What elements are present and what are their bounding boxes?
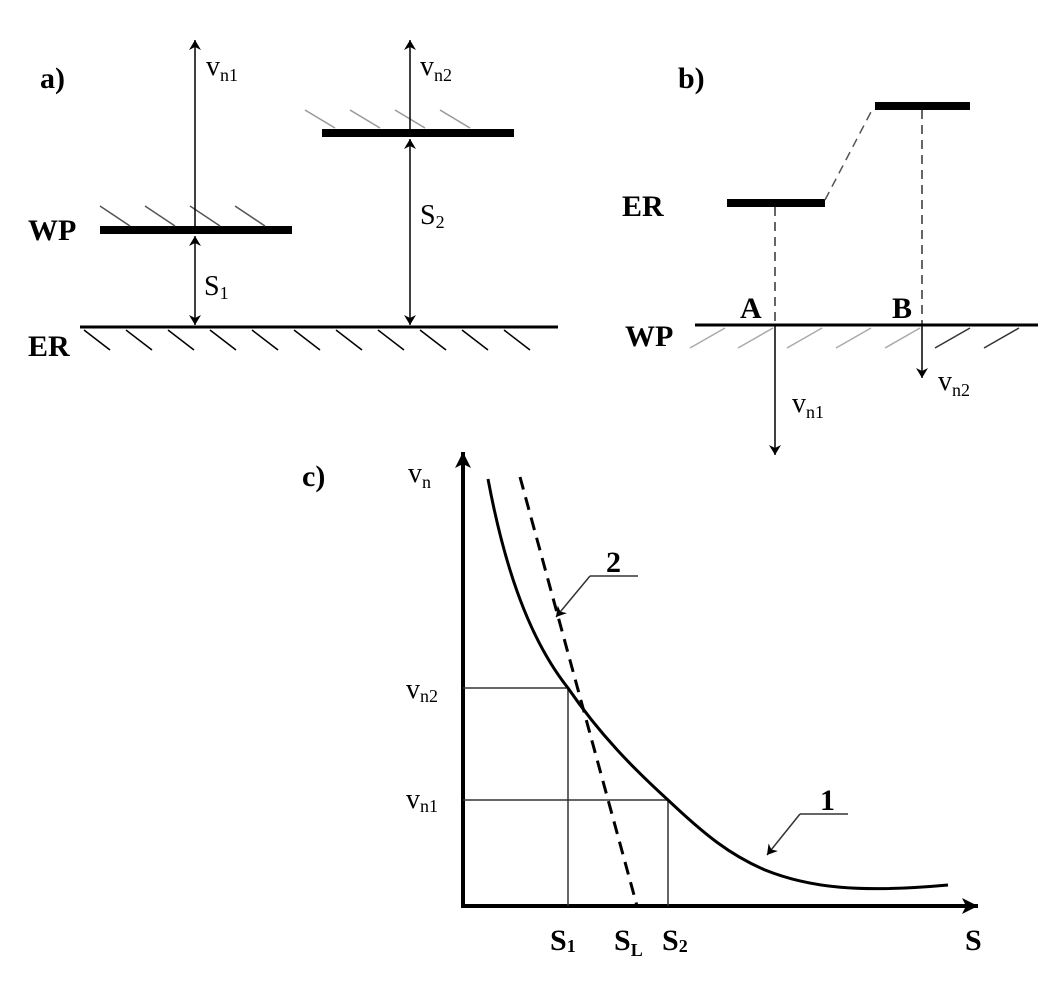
wp-hatch-light xyxy=(689,327,921,349)
wp-hatch-dark xyxy=(934,327,1020,349)
label-2-leader xyxy=(555,575,591,618)
vn1-label: vn1 xyxy=(206,51,238,85)
guide-lines xyxy=(463,687,669,906)
curve-1-label: 1 xyxy=(820,784,835,817)
panel-a-title: a) xyxy=(40,62,65,95)
wp-label-b: WP xyxy=(625,320,673,353)
x-tick-s1: S1 xyxy=(550,924,576,957)
panel-b-title: b) xyxy=(678,62,705,95)
x-tick-s2: S2 xyxy=(662,924,688,957)
wp-plate-1-hatch xyxy=(99,205,266,227)
wp-plate-2-hatch xyxy=(304,109,471,129)
point-a-label: A xyxy=(740,292,762,325)
vn1-label-b: vn1 xyxy=(792,388,824,422)
s2-label: S2 xyxy=(420,200,445,232)
er-step-transition xyxy=(824,109,873,201)
er-hatch xyxy=(83,329,531,351)
x-tick-sl: SL xyxy=(614,924,643,960)
vn2-label-b: vn2 xyxy=(938,366,970,400)
panel-c: c) vn S vn2 vn1 S1 SL S2 2 1 xyxy=(302,452,982,960)
er-label-b: ER xyxy=(622,190,664,223)
er-label: ER xyxy=(28,330,70,363)
point-b-label: B xyxy=(892,292,912,325)
panel-a: a) ER WP xyxy=(28,40,558,363)
y-tick-vn2: vn2 xyxy=(406,674,438,706)
panel-b: b) ER WP A B vn1 vn2 xyxy=(622,62,1038,455)
y-tick-vn1: vn1 xyxy=(406,784,438,816)
vn2-label: vn2 xyxy=(420,51,452,85)
label-1-leader xyxy=(766,813,801,856)
curve-2-dashed xyxy=(518,476,639,907)
y-axis-label: vn xyxy=(408,458,431,492)
wp-label: WP xyxy=(28,214,76,247)
curve-1-solid xyxy=(486,478,949,891)
s1-label: S1 xyxy=(204,271,229,303)
panel-c-title: c) xyxy=(302,460,325,493)
curve-2-label: 2 xyxy=(606,546,621,579)
x-axis-label: S xyxy=(965,924,982,957)
